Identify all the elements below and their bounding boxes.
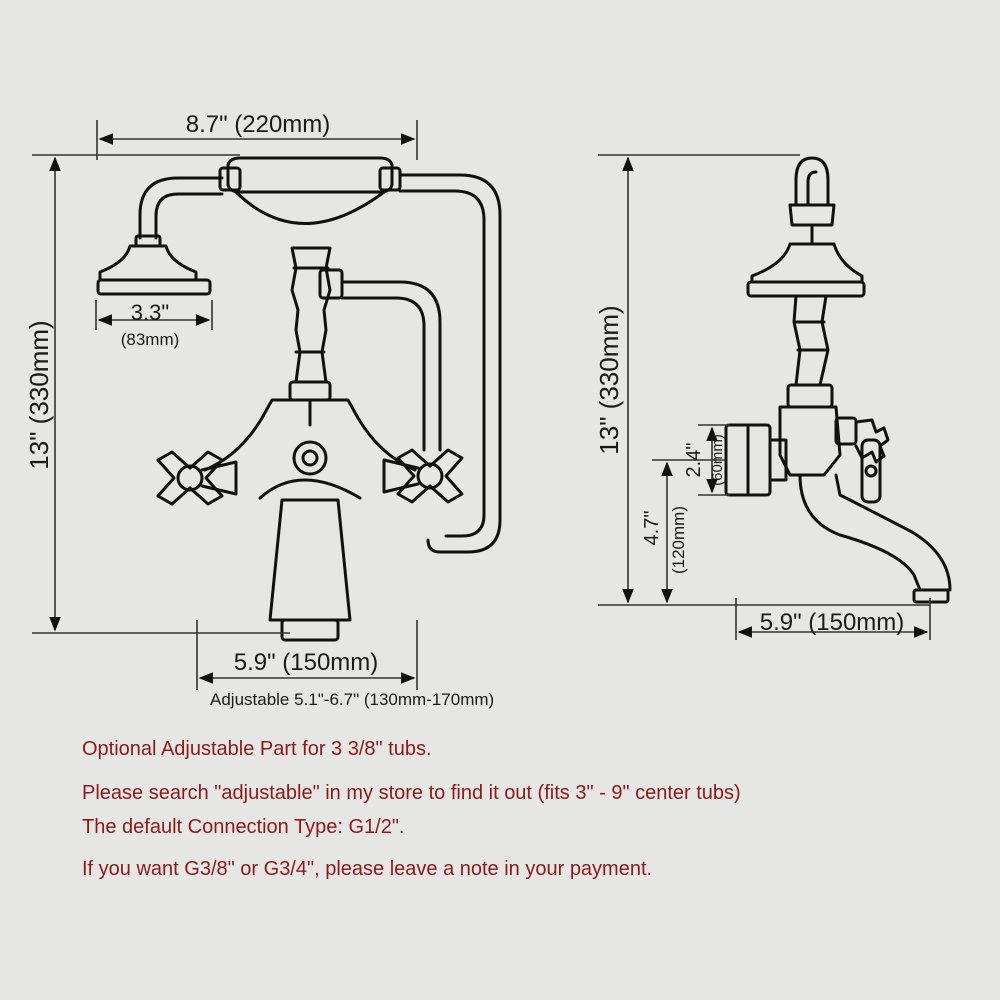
shower-head-icon [96,234,212,296]
side-dimension-lines [598,154,931,640]
side-riser-icon [792,294,830,387]
center-distance-label: 5.9" (150mm) [234,649,379,676]
head-diameter-label: 3.3" [131,300,169,325]
spout-height-in-label: 4.7" [641,511,663,546]
side-view-drawing [724,156,952,604]
note-search-adjustable: Please search "adjustable" in my store t… [82,782,741,804]
handset-icon [138,156,502,554]
spout-height-mm-label: (120mm) [669,506,688,574]
side-handle-icon [834,416,890,504]
side-shower-head-icon [746,242,866,298]
note-optional-part: Optional Adjustable Part for 3 3/8" tubs… [82,738,432,760]
adjustable-range-label: Adjustable 5.1"-6.7" (130mm-170mm) [210,690,494,709]
mount-height-mm-label: (60mm) [709,434,726,486]
front-height-label: 13" (330mm) [24,320,54,469]
front-dimension-lines [32,120,418,690]
front-view-drawing [96,156,502,642]
spout-reach-label: 5.9" (150mm) [760,609,905,636]
right-handle-icon [382,448,464,504]
overall-width-label: 8.7" (220mm) [186,111,331,138]
side-height-label: 13" (330mm) [594,305,624,454]
note-payment-request: If you want G3/8" or G3/4", please leave… [82,858,653,880]
side-handset-icon [788,156,836,246]
side-body-icon [724,383,952,604]
mixer-body-icon [203,380,417,642]
note-default-connection: The default Connection Type: G1/2". [82,816,405,838]
riser-icon [290,246,442,452]
mount-height-in-label: 2.4" [683,443,705,478]
head-diameter-mm-label: (83mm) [121,330,180,349]
left-handle-icon [156,450,238,506]
